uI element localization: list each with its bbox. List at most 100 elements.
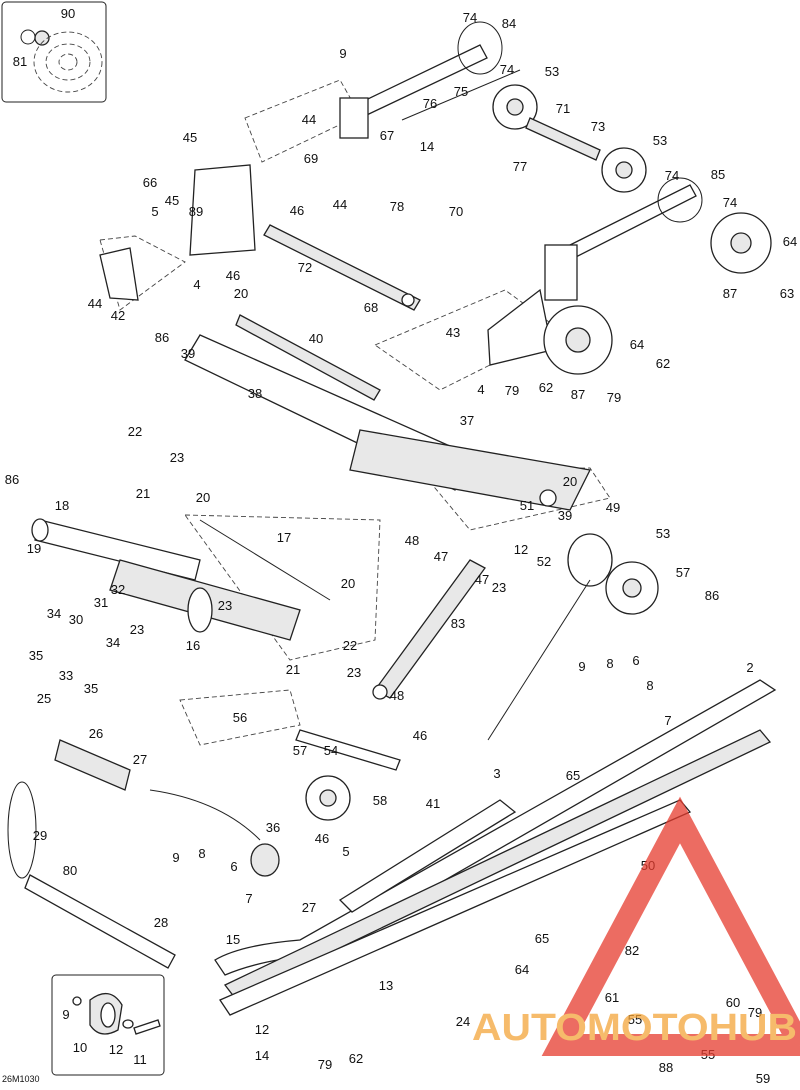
part-label-l48b: 48 bbox=[390, 688, 404, 703]
part-label-l15: 15 bbox=[226, 932, 240, 947]
part-label-l56: 56 bbox=[233, 710, 247, 725]
part-label-l27a: 27 bbox=[133, 752, 147, 767]
part-label-l7b: 7 bbox=[245, 891, 252, 906]
part-label-l53c: 53 bbox=[656, 526, 670, 541]
part-label-l21b: 21 bbox=[286, 662, 300, 677]
part-label-l23a: 23 bbox=[170, 450, 184, 465]
part-label-l23d: 23 bbox=[130, 622, 144, 637]
part-label-l37: 37 bbox=[460, 413, 474, 428]
part-label-l62a: 62 bbox=[656, 356, 670, 371]
part-label-l60: 60 bbox=[726, 995, 740, 1010]
part-label-l46b: 46 bbox=[226, 268, 240, 283]
part-label-l28: 28 bbox=[154, 915, 168, 930]
part-label-l13: 13 bbox=[379, 978, 393, 993]
part-label-l79a: 79 bbox=[505, 383, 519, 398]
part-label-l2: 2 bbox=[746, 660, 753, 675]
part-label-l25: 25 bbox=[37, 691, 51, 706]
part-label-l68: 68 bbox=[364, 300, 378, 315]
part-label-l35a: 35 bbox=[29, 648, 43, 663]
part-label-l52: 52 bbox=[537, 554, 551, 569]
part-label-l20c: 20 bbox=[563, 474, 577, 489]
part-label-l26: 26 bbox=[89, 726, 103, 741]
part-label-l66: 66 bbox=[143, 175, 157, 190]
part-label-l63: 63 bbox=[780, 286, 794, 301]
part-label-l77: 77 bbox=[513, 159, 527, 174]
part-label-l38: 38 bbox=[248, 386, 262, 401]
part-label-l65a: 65 bbox=[566, 768, 580, 783]
part-label-l69: 69 bbox=[304, 151, 318, 166]
part-label-l53a: 53 bbox=[545, 64, 559, 79]
part-label-l24: 24 bbox=[456, 1014, 470, 1029]
part-label-l85: 85 bbox=[711, 167, 725, 182]
part-label-l6b: 6 bbox=[230, 859, 237, 874]
front-arm bbox=[31, 518, 331, 641]
part-label-l29: 29 bbox=[33, 828, 47, 843]
part-label-l34a: 34 bbox=[47, 606, 61, 621]
part-label-l30: 30 bbox=[69, 612, 83, 627]
part-label-l3: 3 bbox=[493, 766, 500, 781]
part-label-l53b: 53 bbox=[653, 133, 667, 148]
part-label-l9c: 9 bbox=[172, 850, 179, 865]
drawing-code: 26M1030 bbox=[2, 1074, 40, 1084]
part-label-l39a: 39 bbox=[181, 346, 195, 361]
part-label-l83: 83 bbox=[451, 616, 465, 631]
part-label-l12c: 12 bbox=[255, 1022, 269, 1037]
inset-top-left bbox=[1, 1, 107, 103]
part-label-l64c: 64 bbox=[515, 962, 529, 977]
part-label-l79b: 79 bbox=[607, 390, 621, 405]
part-label-l88: 88 bbox=[659, 1060, 673, 1075]
part-label-l41: 41 bbox=[426, 796, 440, 811]
part-label-l20b: 20 bbox=[196, 490, 210, 505]
part-label-l35b: 35 bbox=[84, 681, 98, 696]
part-label-l20d: 20 bbox=[341, 576, 355, 591]
part-label-l8c: 8 bbox=[198, 846, 205, 861]
part-label-l8b: 8 bbox=[646, 678, 653, 693]
part-label-l87a: 87 bbox=[723, 286, 737, 301]
part-label-l5b: 5 bbox=[342, 844, 349, 859]
part-label-l22b: 22 bbox=[343, 638, 357, 653]
upper-rear-axle bbox=[339, 21, 772, 375]
part-label-l46c: 46 bbox=[413, 728, 427, 743]
part-label-l10: 10 bbox=[73, 1040, 87, 1055]
part-label-l90: 90 bbox=[61, 6, 75, 21]
part-label-l36: 36 bbox=[266, 820, 280, 835]
watermark-text: AUTOMOTOHUB bbox=[472, 1007, 797, 1049]
part-label-l16: 16 bbox=[186, 638, 200, 653]
part-label-l43: 43 bbox=[446, 325, 460, 340]
part-label-l55a: 55 bbox=[628, 1012, 642, 1027]
part-label-l34b: 34 bbox=[106, 635, 120, 650]
part-label-l54: 54 bbox=[324, 743, 338, 758]
part-label-l39b: 39 bbox=[558, 508, 572, 523]
part-label-l9a: 9 bbox=[339, 46, 346, 61]
part-label-l44c: 44 bbox=[88, 296, 102, 311]
part-label-l74c: 74 bbox=[665, 168, 679, 183]
part-label-l73: 73 bbox=[591, 119, 605, 134]
part-label-l84: 84 bbox=[502, 16, 516, 31]
part-label-l23c: 23 bbox=[218, 598, 232, 613]
part-label-l49: 49 bbox=[606, 500, 620, 515]
part-label-l79d: 79 bbox=[318, 1057, 332, 1072]
part-label-l44b: 44 bbox=[333, 197, 347, 212]
part-label-l12a: 12 bbox=[514, 542, 528, 557]
part-label-l78: 78 bbox=[390, 199, 404, 214]
part-label-l80: 80 bbox=[63, 863, 77, 878]
part-label-l76: 76 bbox=[423, 96, 437, 111]
part-label-l40: 40 bbox=[309, 331, 323, 346]
part-label-l82: 82 bbox=[625, 943, 639, 958]
part-label-l6a: 6 bbox=[632, 653, 639, 668]
part-label-l17: 17 bbox=[277, 530, 291, 545]
part-label-l86a: 86 bbox=[155, 330, 169, 345]
part-label-l61: 61 bbox=[605, 990, 619, 1005]
part-label-l74a: 74 bbox=[463, 10, 477, 25]
part-label-l64a: 64 bbox=[783, 234, 797, 249]
part-label-l9d: 9 bbox=[62, 1007, 69, 1022]
part-label-l65b: 65 bbox=[535, 931, 549, 946]
part-label-l45b: 45 bbox=[165, 193, 179, 208]
part-label-l79c: 79 bbox=[748, 1005, 762, 1020]
part-label-l23b: 23 bbox=[492, 580, 506, 595]
part-label-l45a: 45 bbox=[183, 130, 197, 145]
part-label-l57a: 57 bbox=[676, 565, 690, 580]
watermark: AUTOMOTOHUB bbox=[472, 796, 800, 1056]
